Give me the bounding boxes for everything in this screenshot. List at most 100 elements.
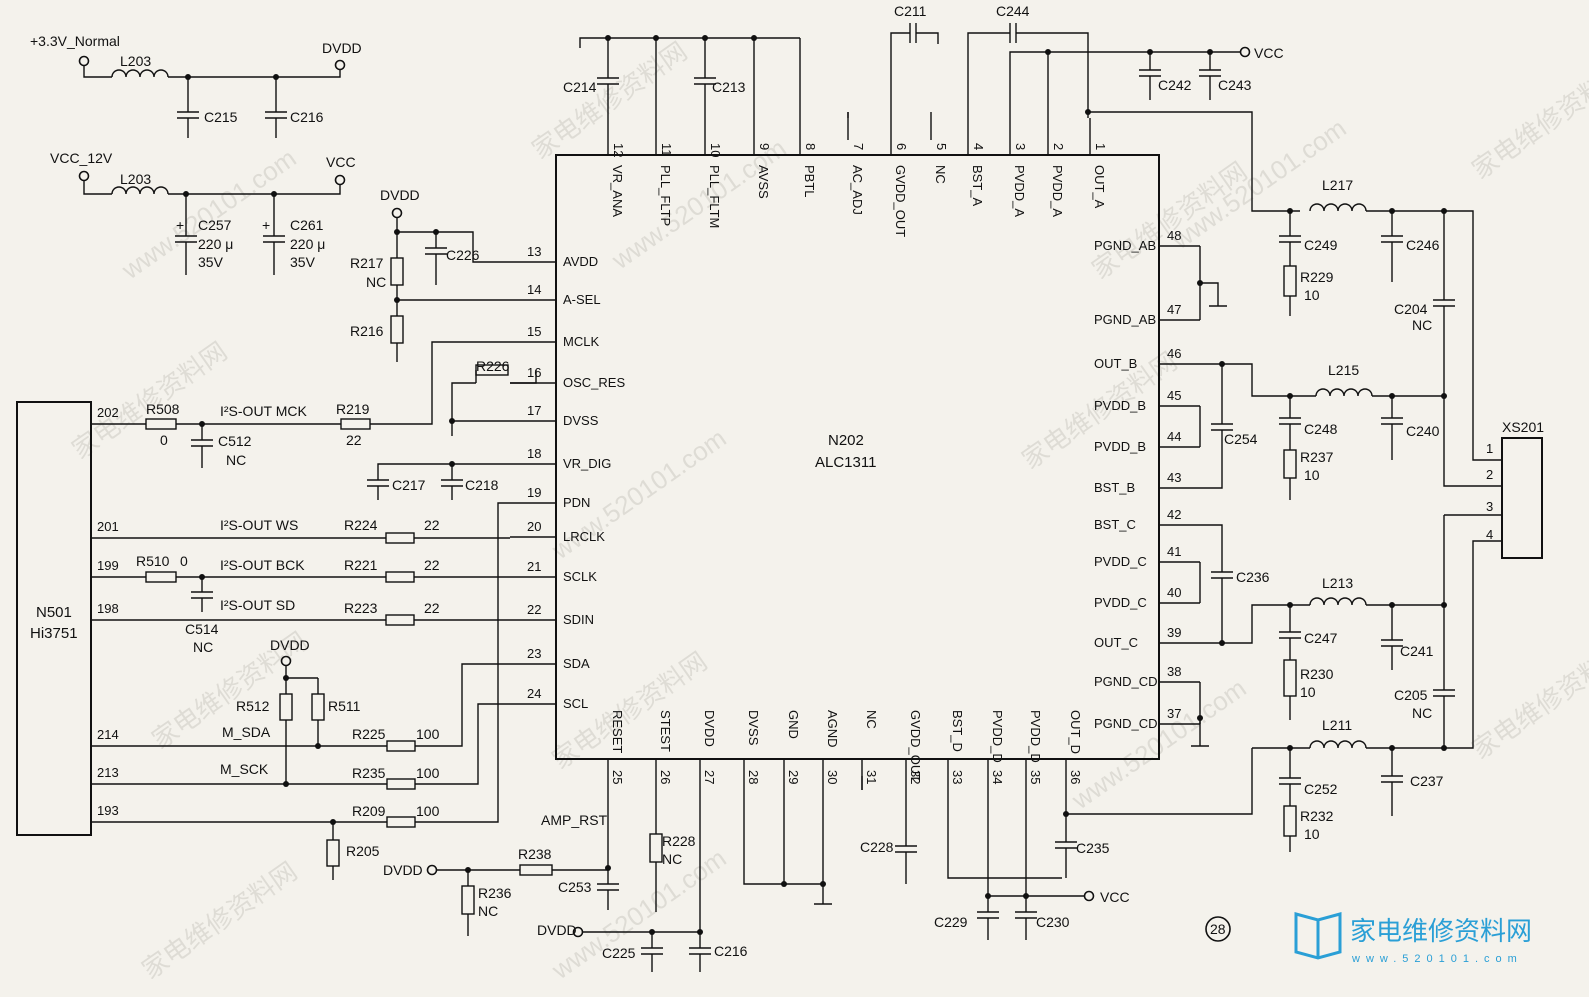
signal-label: I²S-OUT MCK xyxy=(220,403,308,419)
terminal-circle xyxy=(78,55,90,67)
part-label: L203 xyxy=(120,53,151,69)
pin-number: 9 xyxy=(757,143,772,150)
pin-name: BST_C xyxy=(1094,517,1136,532)
pin-number: 43 xyxy=(1167,470,1181,485)
n501-part-number: Hi3751 xyxy=(30,625,78,642)
capacitor-symbol xyxy=(1199,69,1221,77)
part-label: L211 xyxy=(1322,717,1352,733)
junction-dot xyxy=(315,743,321,749)
resistor-symbol xyxy=(311,693,325,721)
wire xyxy=(83,181,112,195)
wire xyxy=(415,502,510,823)
resistor-symbol xyxy=(461,885,475,915)
part-label: C252 xyxy=(1304,781,1338,797)
wire xyxy=(168,185,341,195)
part-label: C257 xyxy=(198,217,232,233)
part-value: 10 xyxy=(1304,826,1320,842)
part-label: C215 xyxy=(204,109,238,125)
wire xyxy=(1443,306,1502,487)
pin-number: 29 xyxy=(786,770,801,784)
watermark-text: 家电维修资料网 xyxy=(1466,636,1589,765)
part-label: C216 xyxy=(290,109,324,125)
wire xyxy=(396,218,510,263)
terminal-circle xyxy=(426,864,438,876)
pin-number: 21 xyxy=(527,559,541,574)
part-label: C240 xyxy=(1406,423,1440,439)
capacitor-symbol xyxy=(1139,69,1161,77)
part-label: C248 xyxy=(1304,421,1338,437)
part-value: 100 xyxy=(416,726,440,742)
part-label: R512 xyxy=(236,698,270,714)
resistor-symbol xyxy=(1283,659,1297,697)
junction-dot xyxy=(1197,280,1203,286)
capacitor-symbol xyxy=(1381,639,1403,647)
pin-name: OSC_RES xyxy=(563,375,625,390)
rail-label-vcc12: VCC_12V xyxy=(50,150,113,166)
inductor-symbol xyxy=(1309,203,1367,212)
part-label: C244 xyxy=(996,3,1030,19)
pin-number: 24 xyxy=(527,686,541,701)
part-label: R223 xyxy=(344,600,378,616)
pin-number: 39 xyxy=(1167,625,1181,640)
part-value: 220 μ xyxy=(198,236,233,252)
pin-name: OUT_C xyxy=(1094,635,1138,650)
part-value: 22 xyxy=(424,600,440,616)
terminal-circle xyxy=(1083,890,1095,902)
pin-name: AVSS xyxy=(756,165,771,199)
capacitor-symbol xyxy=(689,947,711,955)
capacitor-symbol xyxy=(191,591,213,599)
capacitor-symbol xyxy=(1211,571,1233,579)
junction-dot xyxy=(1441,745,1447,751)
capacitor-symbol xyxy=(694,77,716,85)
signal-label: AMP_RST xyxy=(541,812,608,828)
watermark-text: 家电维修资料网 xyxy=(1466,56,1589,185)
pin-name: OUT_A xyxy=(1092,165,1107,209)
rail-label-vcc: VCC xyxy=(326,154,356,170)
pin-number: 19 xyxy=(527,485,541,500)
resistor-symbol xyxy=(385,571,415,583)
part-label: C261 xyxy=(290,217,324,233)
part-label: C216 xyxy=(714,943,748,959)
pin-name: PVDD_D xyxy=(990,710,1005,763)
part-label: C236 xyxy=(1236,569,1270,585)
capacitor-symbol xyxy=(177,111,199,119)
pin-number: 10 xyxy=(708,143,723,157)
part-label: R235 xyxy=(352,765,386,781)
pin-number: 22 xyxy=(527,602,541,617)
pin-name: NC xyxy=(933,165,948,184)
pin-name: SCL xyxy=(563,696,588,711)
part-label: R209 xyxy=(352,803,386,819)
resistor-symbol xyxy=(390,315,404,344)
part-label: R237 xyxy=(1300,449,1334,465)
pin-number: 26 xyxy=(658,770,673,784)
part-label: C213 xyxy=(712,79,746,95)
inductor-symbol xyxy=(1309,597,1367,606)
wire xyxy=(370,341,510,425)
pin-name: OUT_D xyxy=(1068,710,1083,754)
wire xyxy=(83,66,112,78)
pin-name: DVSS xyxy=(746,710,761,746)
wire xyxy=(1200,430,1223,489)
capacitor-symbol xyxy=(1009,23,1017,43)
part-label: C235 xyxy=(1076,840,1110,856)
part-label: R238 xyxy=(518,846,552,862)
part-label: C254 xyxy=(1224,431,1258,447)
wire xyxy=(916,32,939,44)
part-label: C204 xyxy=(1394,301,1428,317)
terminal-circle xyxy=(78,170,90,182)
pin-number: 38 xyxy=(1167,664,1181,679)
pin-number: 47 xyxy=(1167,302,1181,317)
watermark-text: www.520101.com xyxy=(545,843,731,986)
capacitor-symbol xyxy=(1381,775,1403,783)
pin-number: 40 xyxy=(1167,585,1181,600)
pin-number: 14 xyxy=(527,282,541,297)
pin-number: 46 xyxy=(1167,346,1181,361)
pin-name: GVDD_OUT xyxy=(908,710,923,782)
resistor-symbol xyxy=(649,833,663,863)
junction-dot xyxy=(283,781,289,787)
terminal-circle xyxy=(280,655,292,667)
xs201-pin-number: 2 xyxy=(1486,467,1493,482)
wire xyxy=(415,663,510,747)
inductor-symbol xyxy=(111,69,169,78)
